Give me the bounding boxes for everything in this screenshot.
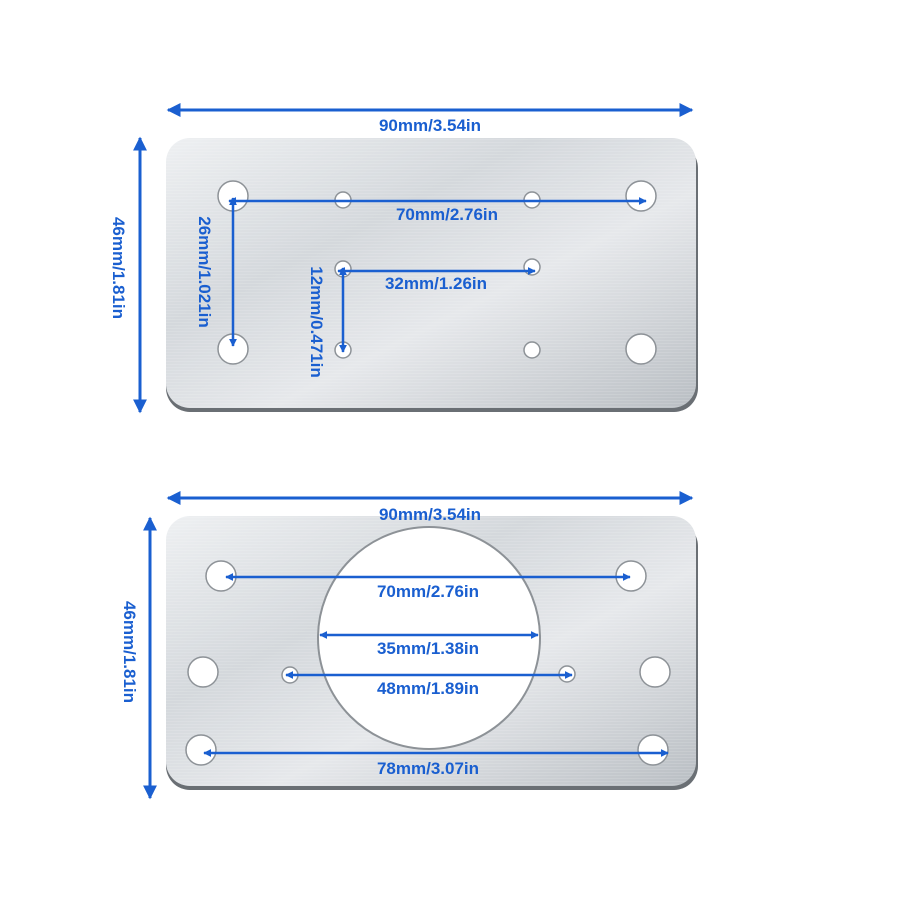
top-hole-large-br (625, 333, 657, 365)
bottom-hole-br (637, 734, 669, 766)
top-inner-span-label: 32mm/1.26in (385, 274, 487, 293)
top-plate-brushing (166, 138, 696, 408)
bottom-small-span-label: 48mm/1.89in (377, 679, 479, 698)
top-hole-large-tr (625, 180, 657, 212)
top-inner-vertical-label: 12mm/0.471in (307, 266, 326, 378)
bottom-hole-mr (639, 656, 671, 688)
bottom-center-hole (317, 526, 541, 750)
bottom-height-label: 46mm/1.81in (120, 601, 139, 703)
top-height-label: 46mm/1.81in (109, 217, 128, 319)
top-outer-span-label: 70mm/2.76in (396, 205, 498, 224)
bottom-hole-bl (185, 734, 217, 766)
bottom-hole-ml (187, 656, 219, 688)
top-hole-small-4 (523, 258, 541, 276)
bottom-width-label: 90mm/3.54in (379, 505, 481, 524)
top-hole-small-6 (523, 341, 541, 359)
bottom-plate (166, 516, 698, 790)
top-outer-vertical-label: 26mm/1.021in (195, 216, 214, 328)
top-width-label: 90mm/3.54in (379, 116, 481, 135)
bottom-lower-span-label: 78mm/3.07in (377, 759, 479, 778)
bottom-center-diameter-label: 35mm/1.38in (377, 639, 479, 658)
bottom-upper-span-label: 70mm/2.76in (377, 582, 479, 601)
